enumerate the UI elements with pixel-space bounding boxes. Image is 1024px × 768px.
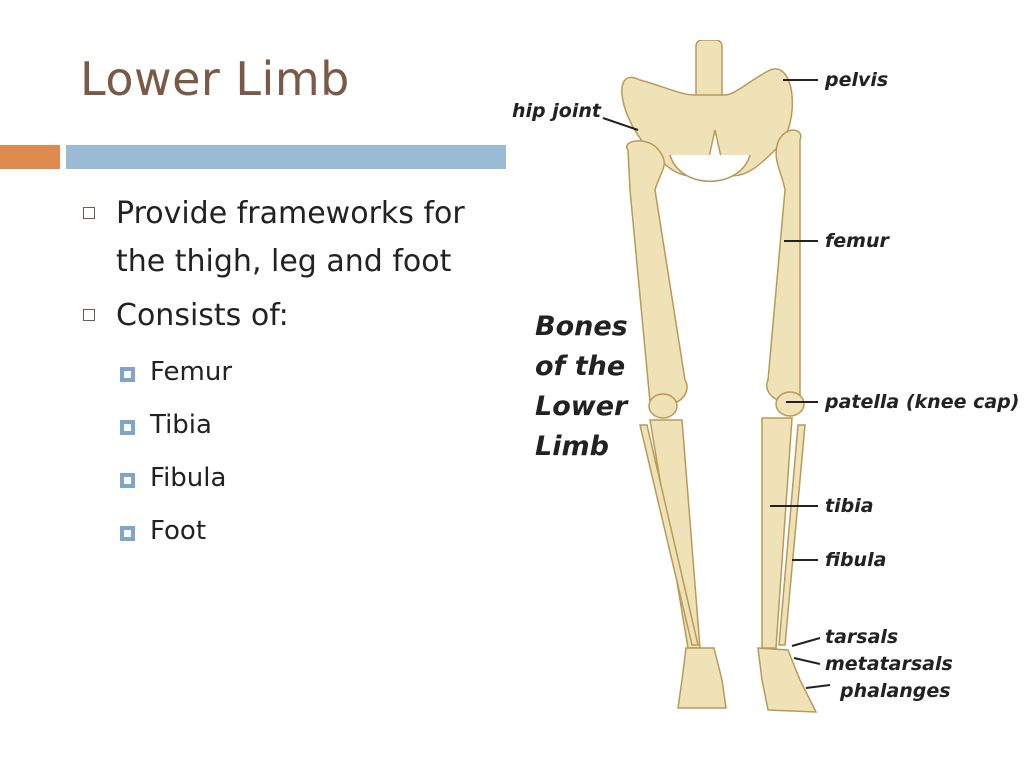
right-femur-shape bbox=[765, 129, 802, 403]
label-metatarsals: metatarsals bbox=[825, 653, 953, 675]
left-femur-shape bbox=[625, 140, 688, 404]
skeleton-drawing bbox=[621, 40, 818, 713]
bullet-item: Consists of: bbox=[80, 292, 490, 340]
caption-line: Limb bbox=[535, 431, 609, 462]
sub-bullet-item: Tibia bbox=[80, 399, 490, 452]
sub-bullet-text: Fibula bbox=[150, 463, 227, 493]
right-foot-shape bbox=[757, 647, 818, 713]
sub-bullet-text: Foot bbox=[150, 516, 207, 546]
filled-square-bullet-icon bbox=[120, 473, 135, 488]
sub-bullet-item: Fibula bbox=[80, 452, 490, 505]
bullet-text: Consists of: bbox=[116, 298, 289, 333]
spine-shape bbox=[695, 40, 723, 101]
right-patella-shape bbox=[775, 391, 805, 417]
left-foot-shape bbox=[677, 647, 727, 709]
hollow-square-bullet-icon bbox=[83, 309, 95, 321]
caption-line: Lower bbox=[535, 391, 629, 422]
slide-title: Lower Limb bbox=[80, 52, 350, 106]
right-tibia-shape bbox=[761, 417, 793, 649]
right-fibula-shape bbox=[778, 424, 806, 646]
filled-square-bullet-icon bbox=[120, 526, 135, 541]
filled-square-bullet-icon bbox=[120, 367, 135, 382]
title-underline-bar bbox=[66, 145, 506, 169]
caption-line: Bones bbox=[535, 311, 628, 342]
label-tibia: tibia bbox=[825, 495, 874, 517]
left-patella-shape bbox=[648, 393, 678, 419]
filled-square-bullet-icon bbox=[120, 420, 135, 435]
sub-bullet-item: Femur bbox=[80, 346, 490, 399]
figure-caption: Bones of the Lower Limb bbox=[535, 311, 629, 462]
label-femur: femur bbox=[825, 230, 890, 252]
pelvic-opening-shape bbox=[669, 154, 751, 182]
sub-bullet-text: Tibia bbox=[150, 410, 212, 440]
sub-bullet-item: Foot bbox=[80, 505, 490, 558]
bullet-item: Provide frameworks for the thigh, leg an… bbox=[80, 190, 490, 286]
sub-bullet-text: Femur bbox=[150, 357, 233, 387]
bullet-list: Provide frameworks for the thigh, leg an… bbox=[80, 190, 490, 558]
label-fibula: fibula bbox=[825, 549, 886, 571]
label-leader-lines bbox=[602, 79, 831, 689]
label-hip-joint: hip joint bbox=[512, 100, 602, 122]
label-tarsals: tarsals bbox=[825, 626, 898, 648]
lower-limb-skeleton-figure: hip joint pelvis femur patella (knee cap… bbox=[512, 40, 1019, 713]
left-tibia-shape bbox=[649, 419, 701, 649]
title-accent-bar bbox=[0, 145, 60, 169]
label-pelvis: pelvis bbox=[824, 69, 888, 91]
figure-labels: hip joint pelvis femur patella (knee cap… bbox=[512, 69, 1019, 702]
label-patella: patella (knee cap) bbox=[824, 391, 1019, 413]
label-phalanges: phalanges bbox=[839, 680, 951, 702]
bullet-text: Provide frameworks for the thigh, leg an… bbox=[116, 196, 465, 279]
caption-line: of the bbox=[535, 351, 625, 382]
left-fibula-shape bbox=[639, 424, 699, 646]
hollow-square-bullet-icon bbox=[83, 207, 95, 219]
